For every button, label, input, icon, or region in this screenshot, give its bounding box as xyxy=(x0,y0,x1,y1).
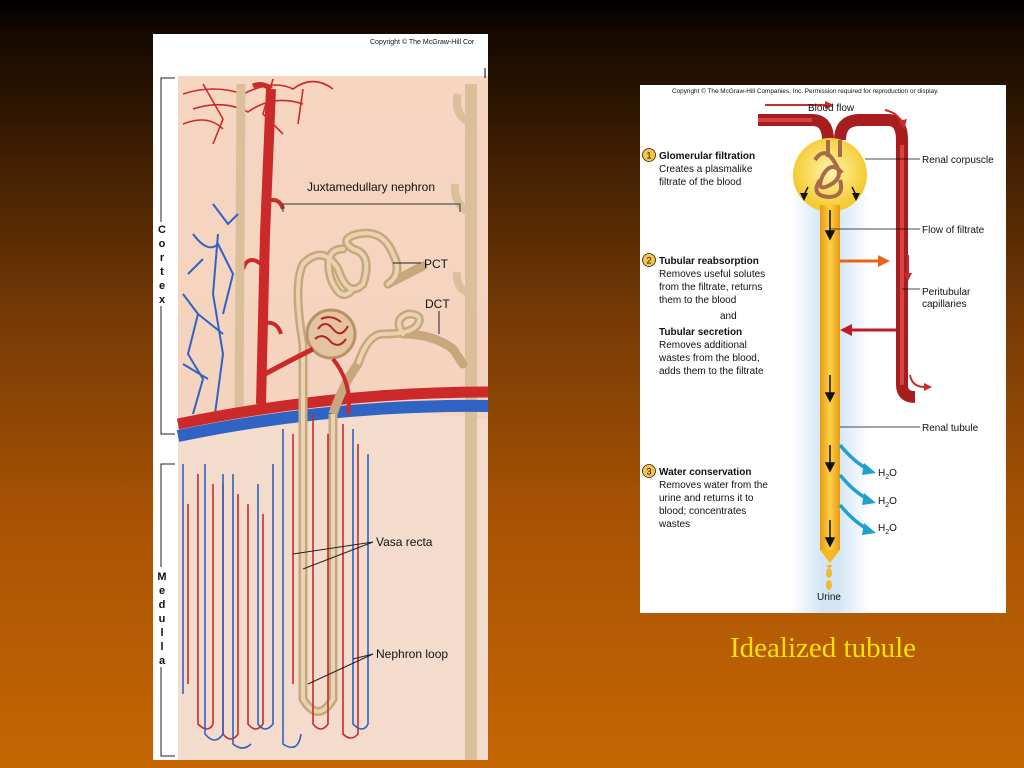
nephron-diagram-panel: Copyright © The McGraw-Hill Cor C o r t … xyxy=(153,34,488,760)
svg-text:Tubular secretion: Tubular secretion xyxy=(659,327,742,338)
svg-text:urine and returns it to: urine and returns it to xyxy=(659,493,754,504)
svg-text:wastes from the blood,: wastes from the blood, xyxy=(658,353,760,364)
svg-text:x: x xyxy=(159,294,166,306)
glomerulus-knot xyxy=(813,140,844,200)
radial-artery xyxy=(256,88,276,405)
cortical-capillaries xyxy=(182,78,334,145)
arcuate-artery xyxy=(176,386,488,430)
svg-text:Removes water from the: Removes water from the xyxy=(659,480,768,491)
water-labels: H2O H2O H2O xyxy=(878,468,897,536)
svg-text:adds them to the filtrate: adds them to the filtrate xyxy=(659,366,764,377)
svg-text:C: C xyxy=(158,224,166,236)
slide-caption: Idealized tubule xyxy=(730,632,916,664)
svg-text:3: 3 xyxy=(646,467,651,477)
flow-of-filtrate-label: Flow of filtrate xyxy=(922,225,985,236)
svg-text:filtrate of the blood: filtrate of the blood xyxy=(659,177,741,188)
cortex-label: C o r t e x xyxy=(158,224,166,306)
idealized-tubule-panel: Copyright © The McGraw-Hill Companies, I… xyxy=(640,85,1006,613)
svg-text:Water conservation: Water conservation xyxy=(659,467,751,478)
svg-text:and: and xyxy=(720,311,737,322)
glomerulus xyxy=(305,308,357,360)
renal-tubule-label: Renal tubule xyxy=(922,423,979,434)
svg-text:blood; concentrates: blood; concentrates xyxy=(659,506,746,517)
svg-text:e: e xyxy=(159,280,165,292)
svg-text:2: 2 xyxy=(646,256,651,266)
nephron-loop-label: Nephron loop xyxy=(376,647,448,661)
cortical-veins xyxy=(182,203,239,415)
peritubular-capillary xyxy=(834,114,916,403)
dct-label: DCT xyxy=(425,297,450,311)
vasa-recta-label: Vasa recta xyxy=(376,535,433,549)
svg-text:l: l xyxy=(160,627,163,639)
idealized-tubule-diagram: Copyright © The McGraw-Hill Companies, I… xyxy=(642,87,994,613)
medulla-label: M e d u l l a xyxy=(157,571,166,667)
vasa-recta-venous xyxy=(182,429,369,749)
reabsorption-arrow xyxy=(878,255,890,267)
step-2: 2 Tubular reabsorption Removes useful so… xyxy=(642,253,765,377)
renal-corpuscle xyxy=(793,138,867,212)
svg-text:u: u xyxy=(159,613,166,625)
renal-corpuscle-label: Renal corpuscle xyxy=(922,155,994,166)
svg-text:a: a xyxy=(159,655,166,667)
svg-text:H2O: H2O xyxy=(878,496,897,509)
peritubular-label-2: capillaries xyxy=(922,299,966,310)
nephron-title: Juxtamedullary nephron xyxy=(307,180,435,194)
peritubular-label-1: Peritubular xyxy=(922,287,971,298)
svg-text:H2O: H2O xyxy=(878,468,897,481)
svg-text:o: o xyxy=(159,238,166,250)
svg-text:M: M xyxy=(157,571,166,583)
svg-text:Creates a plasmalike: Creates a plasmalike xyxy=(659,164,753,175)
svg-text:1: 1 xyxy=(646,151,651,161)
svg-text:r: r xyxy=(160,252,165,264)
svg-text:H2O: H2O xyxy=(878,523,897,536)
right-copyright: Copyright © The McGraw-Hill Companies, I… xyxy=(672,87,939,95)
svg-text:Glomerular filtration: Glomerular filtration xyxy=(659,151,755,162)
svg-text:d: d xyxy=(159,599,166,611)
svg-text:t: t xyxy=(160,266,164,278)
blood-flow-label: Blood flow xyxy=(808,103,855,114)
pct-label: PCT xyxy=(424,257,449,271)
svg-text:Removes additional: Removes additional xyxy=(659,340,747,351)
svg-text:them to the blood: them to the blood xyxy=(659,295,736,306)
secretion-arrow xyxy=(840,324,852,336)
svg-text:l: l xyxy=(160,641,163,653)
nephron-diagram: Copyright © The McGraw-Hill Cor C o r t … xyxy=(155,38,488,760)
svg-text:Removes useful solutes: Removes useful solutes xyxy=(659,269,765,280)
urine-label: Urine xyxy=(817,592,841,603)
step-1: 1 Glomerular filtration Creates a plasma… xyxy=(642,148,755,188)
left-copyright: Copyright © The McGraw-Hill Cor xyxy=(370,38,475,46)
svg-text:e: e xyxy=(159,585,165,597)
svg-text:wastes: wastes xyxy=(658,519,690,530)
svg-text:from the filtrate, returns: from the filtrate, returns xyxy=(659,282,762,293)
afferent-arteriole xyxy=(758,114,834,141)
step-3: 3 Water conservation Removes water from … xyxy=(642,464,768,530)
svg-text:Tubular reabsorption: Tubular reabsorption xyxy=(659,256,759,267)
